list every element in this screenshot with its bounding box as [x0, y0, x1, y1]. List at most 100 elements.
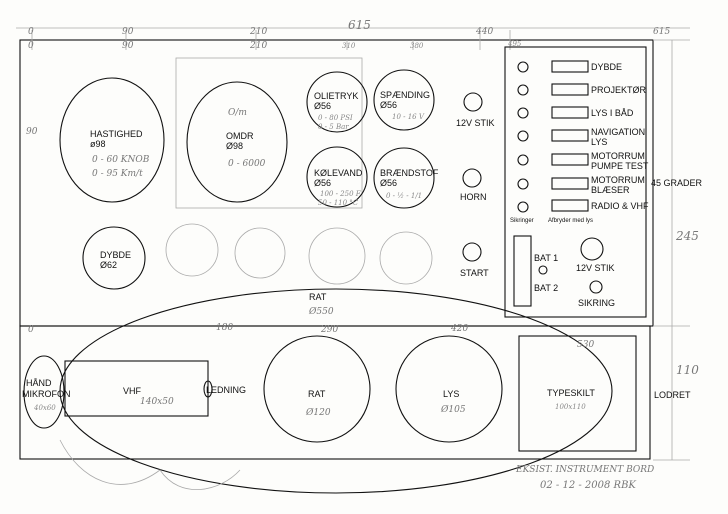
gauge-omdr-size: Ø98: [226, 141, 243, 151]
fuse-5[interactable]: [517, 154, 529, 166]
switch-1[interactable]: [551, 60, 589, 73]
gauge-spaending-range: 10 - 16 V: [392, 113, 425, 121]
gauge-olietryk-range-psi: 0 - 80 PSI: [318, 114, 353, 122]
gauge-kolevand-range-f: 100 - 250 F: [320, 190, 362, 198]
dim-90-inner: 90: [122, 41, 134, 51]
dim-180: 180: [216, 323, 233, 333]
vhf-radio: [64, 360, 209, 417]
dim-210-inner: 210: [249, 41, 267, 51]
gauge-olietryk-name: OLIETRYK: [314, 91, 358, 101]
battery-switch-knob[interactable]: [538, 265, 548, 275]
cable-label: LEDNING: [206, 385, 246, 395]
bat2-label: BAT 2: [534, 283, 558, 293]
gauge-dybde-name: DYBDE: [100, 250, 131, 260]
dim-310: 310: [342, 42, 356, 50]
sketch-circle-2: [234, 227, 286, 279]
switch-label-5-l2: PUMPE TEST: [591, 161, 649, 171]
gauge-hastighed-name: HASTIGHED: [90, 129, 143, 139]
fuse-2[interactable]: [517, 84, 529, 96]
fuse-6[interactable]: [517, 178, 529, 190]
gauge-dybde-size: Ø62: [100, 260, 117, 270]
hand-microphone-dim: 40x60: [33, 404, 56, 412]
dim-lower-0: 0: [28, 325, 34, 335]
lower-panel-outline: [19, 325, 651, 460]
switch-2[interactable]: [551, 83, 589, 96]
gauge-olietryk-range-bar: 0 - 5 Bar: [318, 123, 349, 131]
start-button[interactable]: [462, 242, 482, 262]
sketch-circle-3: [308, 227, 366, 285]
fuse-7[interactable]: [517, 201, 529, 213]
light-control-label: LYS: [443, 389, 459, 399]
gauge-spaending-size: Ø56: [380, 100, 397, 110]
dim-0-inner: 0: [28, 41, 34, 51]
bat1-label: BAT 1: [534, 253, 558, 263]
socket-12v-bottom[interactable]: [580, 237, 604, 261]
switch-4[interactable]: [551, 129, 589, 142]
steering-wheel-label: RAT: [308, 389, 326, 399]
dim-side-110: 110: [676, 363, 699, 377]
gauge-dybde: [82, 226, 146, 290]
socket-12v-top[interactable]: [463, 92, 483, 112]
gauge-kolevand-name: KØLEVAND: [314, 168, 363, 178]
battery-switch[interactable]: [513, 235, 532, 307]
socket-12v-bottom-label: 12V STIK: [576, 263, 615, 273]
dim-side-90: 90: [26, 127, 38, 137]
gauge-kolevand-size: Ø56: [314, 178, 331, 188]
socket-12v-top-label: 12V STIK: [456, 118, 495, 128]
gauge-hastighed-size: ø98: [90, 139, 106, 149]
gauge-hastighed-range-knob: 0 - 60 KNOB: [92, 155, 150, 165]
dim-495: 495: [507, 40, 522, 48]
label-lodret: LODRET: [654, 390, 691, 400]
gauge-braendstof-size: Ø56: [380, 178, 397, 188]
gauge-olietryk-size: Ø56: [314, 101, 331, 111]
switch-label-4-l1: NAVIGATION: [591, 127, 645, 137]
switch-6[interactable]: [551, 177, 589, 190]
dim-side-245: 245: [675, 229, 699, 243]
cable-plug: [203, 380, 213, 398]
dim-290: 290: [320, 325, 338, 335]
gauge-spaending: [373, 69, 435, 131]
switch-5[interactable]: [551, 153, 589, 166]
rat-top-label: RAT: [309, 292, 327, 302]
gauge-omdr-name: OMDR: [226, 131, 254, 141]
steering-wheel-dim: Ø120: [305, 407, 331, 418]
fuse-1[interactable]: [517, 61, 529, 73]
label-45-grader: 45 GRADER: [651, 178, 703, 188]
dim-210: 210: [249, 27, 267, 37]
switch-7[interactable]: [551, 199, 589, 212]
vhf-label: VHF: [123, 386, 142, 396]
gauge-omdr: [186, 81, 288, 203]
dim-90: 90: [122, 27, 134, 37]
fuse-4[interactable]: [517, 130, 529, 142]
switch-label-2: PROJEKTØR: [591, 85, 647, 95]
type-plate: [518, 335, 637, 452]
footer-title: EKSIST. INSTRUMENT BORD: [515, 465, 654, 475]
gauge-braendstof-range: 0 - ½ - 1/1: [386, 192, 422, 200]
switch-label-7: RADIO & VHF: [591, 201, 649, 211]
hand-microphone-label-1: HÅND: [26, 378, 52, 388]
main-fuse[interactable]: [589, 280, 603, 294]
type-plate-dim: 100x110: [555, 403, 586, 411]
switch-label-6-l1: MOTORRUM: [591, 175, 645, 185]
dim-615-total: 615: [348, 18, 371, 32]
sketch-circle-1: [165, 223, 219, 277]
switch-footer-afbryder: Afbryder med lys: [548, 218, 593, 224]
gauge-spaending-name: SPÆNDING: [380, 90, 430, 100]
switch-panel: [504, 46, 647, 318]
switch-label-3: LYS I BÅD: [591, 108, 634, 118]
horn-label: HORN: [460, 192, 487, 202]
dim-380: 380: [410, 42, 424, 50]
gauge-olietryk: [306, 71, 368, 133]
sketch-circle-4: [379, 231, 433, 285]
fuse-3[interactable]: [517, 107, 529, 119]
footer-date: 02 - 12 - 2008 RBK: [540, 480, 636, 491]
sketch-box-omdr: [175, 57, 363, 209]
dim-440: 440: [475, 27, 493, 37]
gauge-braendstof: [373, 147, 435, 209]
switch-3[interactable]: [551, 106, 589, 119]
dim-420: 420: [450, 324, 468, 334]
light-control-dim: Ø105: [440, 404, 466, 415]
horn-button[interactable]: [462, 168, 482, 188]
switch-label-5-l1: MOTORRUM: [591, 151, 645, 161]
